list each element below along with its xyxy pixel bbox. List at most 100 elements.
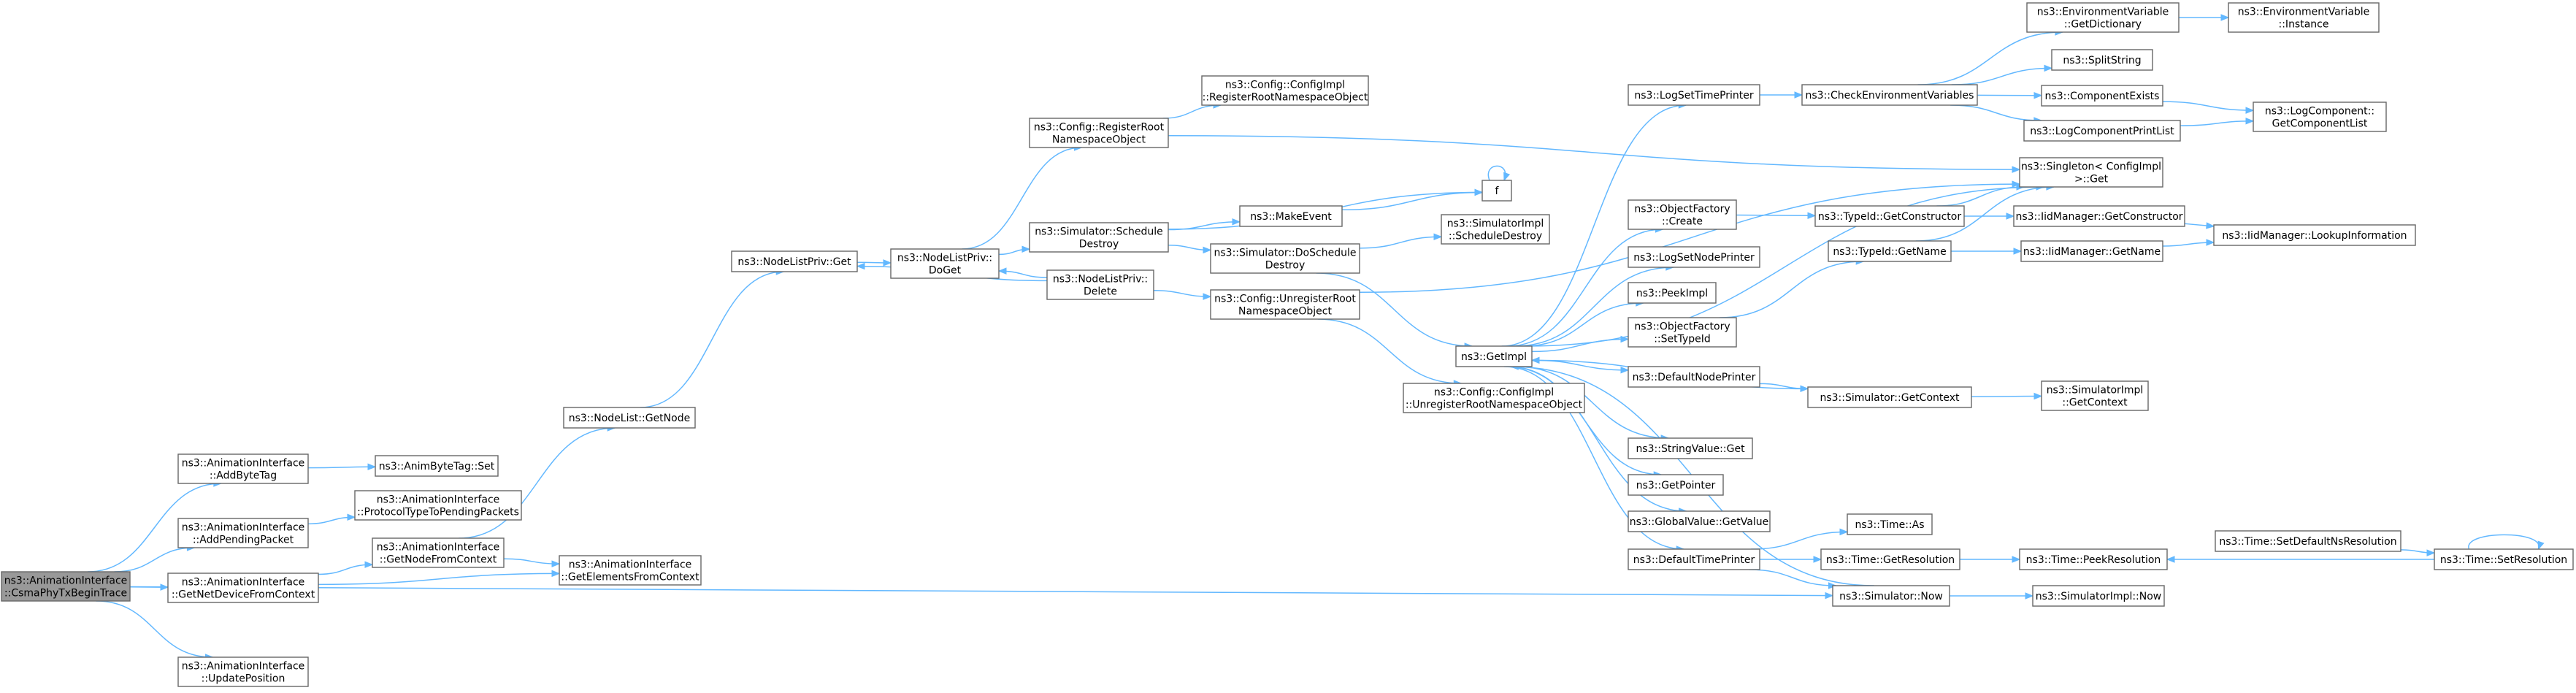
edge-line: [1950, 104, 2042, 121]
arrow-head-icon: [1232, 218, 1241, 226]
arrow-head-icon: [551, 560, 561, 567]
node-logcompprint[interactable]: ns3::LogComponentPrintList: [2023, 120, 2181, 142]
edge-line: [1153, 290, 1211, 297]
node-typeidgetname[interactable]: ns3::TypeId::GetName: [1828, 240, 1952, 262]
node-compexists[interactable]: ns3::ComponentExists: [2041, 85, 2163, 107]
node-timepeek[interactable]: ns3::Time::PeekResolution: [2019, 548, 2168, 570]
node-nlpdelete[interactable]: ns3::NodeListPriv::Delete: [1046, 269, 1154, 300]
node-envinstance[interactable]: ns3::EnvironmentVariable::Instance: [2228, 2, 2380, 33]
node-simnow[interactable]: ns3::Simulator::Now: [1832, 585, 1950, 607]
node-label-line: NamespaceObject: [1052, 134, 1146, 146]
edge-checkenv-to-compexists: [1977, 91, 2043, 99]
node-simimplsched[interactable]: ns3::SimulatorImpl::ScheduleDestroy: [1441, 214, 1550, 245]
node-label-line: Destroy: [1079, 239, 1119, 250]
node-cfgimplreg[interactable]: ns3::Config::ConfigImpl::RegisterRootNam…: [1201, 75, 1369, 106]
node-iidlookup[interactable]: ns3::IidManager::LookupInformation: [2213, 224, 2416, 246]
node-box: [559, 555, 702, 586]
node-singleton[interactable]: ns3::Singleton< ConfigImpl >::Get: [2019, 157, 2163, 188]
node-nlpget[interactable]: ns3::NodeListPriv::Get: [731, 250, 858, 272]
edge-line: [96, 600, 213, 658]
node-deftimeprn[interactable]: ns3::DefaultTimePrinter: [1628, 548, 1760, 570]
node-getpointer[interactable]: ns3::GetPointer: [1628, 474, 1724, 496]
arrow-head-icon: [2537, 540, 2545, 551]
node-timegetres[interactable]: ns3::Time::GetResolution: [1820, 548, 1960, 570]
edge-line: [1507, 229, 1663, 347]
edge-getnodectx-to-getelem: [503, 558, 561, 567]
node-getnodectx[interactable]: ns3::AnimationInterface::GetNodeFromCont…: [372, 537, 505, 568]
node-label-line: ns3::SimulatorImpl::Now: [2036, 591, 2162, 602]
node-box: [1628, 199, 1737, 230]
edge-line: [2162, 101, 2254, 111]
node-peekimpl[interactable]: ns3::PeekImpl: [1628, 282, 1717, 304]
node-logsettime[interactable]: ns3::LogSetTimePrinter: [1628, 84, 1760, 106]
node-label-line: DoGet: [929, 265, 962, 277]
edge-line: [1501, 104, 1687, 347]
node-logsetnode[interactable]: ns3::LogSetNodePrinter: [1628, 246, 1760, 268]
node-box: [1628, 282, 1717, 304]
node-addpend[interactable]: ns3::AnimationInterface::AddPendingPacke…: [177, 518, 309, 548]
node-box: [167, 573, 319, 603]
edge-getimpl-to-singleton: [1527, 183, 2045, 347]
node-splitstring[interactable]: ns3::SplitString: [2051, 49, 2153, 71]
node-box: [1441, 214, 1550, 245]
node-cfgreg[interactable]: ns3::Config::RegisterRootNamespaceObject: [1029, 118, 1169, 148]
node-globvalget[interactable]: ns3::GlobalValue::GetValue: [1628, 510, 1771, 532]
node-envgetdict[interactable]: ns3::EnvironmentVariable::GetDictionary: [2026, 2, 2180, 33]
edge-simdosched-to-simimplsched: [1359, 233, 1443, 249]
edge-line: [1522, 302, 1644, 347]
node-simimplgetctx[interactable]: ns3::SimulatorImpl::GetContext: [2041, 380, 2149, 411]
edge-line: [503, 558, 560, 564]
node-getnetdev[interactable]: ns3::AnimationInterface::GetNetDeviceFro…: [167, 573, 319, 603]
edge-line: [2468, 534, 2539, 550]
edge-line: [1514, 267, 1674, 347]
edge-line: [1936, 186, 2025, 207]
node-iidgetctor[interactable]: ns3::IidManager::GetConstructor: [2013, 205, 2185, 227]
node-simimplnow[interactable]: ns3::SimulatorImpl::Now: [2032, 585, 2165, 607]
node-addbyte[interactable]: ns3::AnimationInterface::AddByteTag: [177, 453, 309, 484]
node-proto[interactable]: ns3::AnimationInterface::ProtocolTypeToP…: [354, 490, 522, 521]
node-objfcreate[interactable]: ns3::ObjectFactory::Create: [1628, 199, 1737, 230]
node-root[interactable]: ns3::AnimationInterface::CsmaPhyTxBeginT…: [1, 571, 131, 602]
node-defnodeprn[interactable]: ns3::DefaultNodePrinter: [1628, 366, 1760, 388]
node-timeas[interactable]: ns3::Time::As: [1847, 513, 1933, 535]
node-timesetdef[interactable]: ns3::Time::SetDefaultNsResolution: [2215, 530, 2401, 552]
node-box: [1455, 345, 1533, 367]
node-box: [2020, 240, 2163, 262]
node-label-line: ns3::AnimByteTag::Set: [379, 461, 495, 472]
node-simsched[interactable]: ns3::Simulator::ScheduleDestroy: [1029, 222, 1169, 253]
node-cfgunreg[interactable]: ns3::Config::UnregisterRootNamespaceObje…: [1210, 289, 1360, 320]
node-box: [2253, 102, 2387, 132]
node-timesetres[interactable]: ns3::Time::SetResolution: [2434, 548, 2574, 570]
node-fnode[interactable]: f: [1481, 180, 1512, 202]
node-animset[interactable]: ns3::AnimByteTag::Set: [375, 455, 499, 477]
node-label-line: ::Create: [1662, 216, 1703, 228]
node-logcompget[interactable]: ns3::LogComponent::GetComponentList: [2253, 102, 2387, 132]
edge-simsched-to-simdosched: [1168, 245, 1212, 254]
edge-root-to-updatepos: [96, 600, 214, 661]
edge-line: [1749, 569, 1836, 586]
node-checkenv[interactable]: ns3::CheckEnvironmentVariables: [1801, 84, 1978, 106]
node-nlpdoget[interactable]: ns3::NodeListPriv::DoGet: [890, 248, 1000, 279]
node-getelem[interactable]: ns3::AnimationInterface::GetElementsFrom…: [559, 555, 702, 586]
node-box: [2434, 548, 2574, 570]
node-label-line: ns3::LogSetTimePrinter: [1634, 90, 1754, 102]
arrow-head-icon: [2220, 14, 2230, 21]
node-box: [1628, 437, 1753, 459]
arrow-head-icon: [2426, 549, 2436, 556]
node-getimpl[interactable]: ns3::GetImpl: [1455, 345, 1533, 367]
node-updatepos[interactable]: ns3::AnimationInterface::UpdatePosition: [177, 656, 309, 687]
node-strvalget[interactable]: ns3::StringValue::Get: [1628, 437, 1753, 459]
node-label-line: ::GetContext: [2062, 397, 2128, 409]
node-cfgimplunreg[interactable]: ns3::Config::ConfigImpl::UnregisterRootN…: [1403, 383, 1585, 413]
edge-iidgetname-to-iidlookup: [2162, 239, 2215, 247]
arrow-head-icon: [1433, 233, 1443, 241]
node-typeidgetctor[interactable]: ns3::TypeId::GetConstructor: [1814, 205, 1965, 227]
node-simgetctx[interactable]: ns3::Simulator::GetContext: [1807, 386, 1972, 408]
node-makeevent[interactable]: ns3::MakeEvent: [1239, 205, 1343, 227]
node-objfsettype[interactable]: ns3::ObjectFactory::SetTypeId: [1628, 317, 1737, 348]
node-label-line: ns3::CheckEnvironmentVariables: [1806, 90, 1974, 102]
node-nlgetnode[interactable]: ns3::NodeList::GetNode: [563, 407, 696, 429]
node-iidgetname[interactable]: ns3::IidManager::GetName: [2020, 240, 2163, 262]
node-box: [1029, 118, 1169, 148]
